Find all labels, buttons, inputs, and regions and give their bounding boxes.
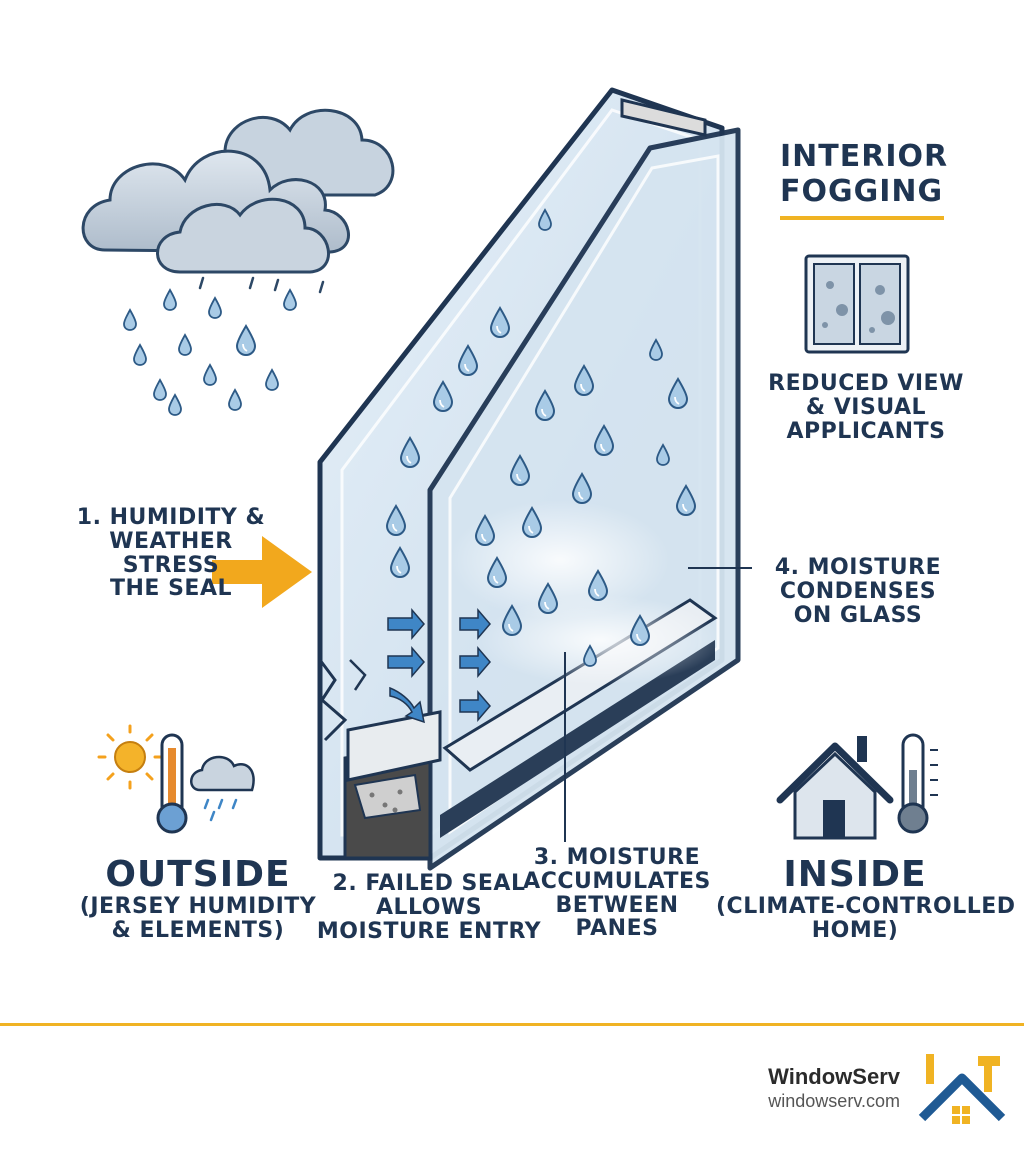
double-pane-window: [317, 87, 752, 871]
house-icon: [776, 736, 894, 840]
brand-url[interactable]: windowserv.com: [768, 1091, 900, 1111]
thermometer-hot-icon: [156, 733, 188, 834]
step1-label: 1. HUMIDITY & WEATHER STRESS THE SEAL: [76, 505, 266, 602]
arrow-right-icon: [212, 536, 312, 608]
step2-label: 2. FAILED SEAL ALLOWS MOISTURE ENTRY: [316, 871, 542, 944]
title-line1: INTERIOR: [780, 139, 949, 174]
reduced-view-label: REDUCED VIEW & VISUAL APPLICANTS: [768, 371, 964, 444]
sun-icon: [97, 724, 163, 790]
thermometer-icon: [897, 733, 938, 834]
inside-label: INSIDE (CLIMATE-CONTROLLED HOME): [716, 854, 1016, 943]
rain-cloud-icon: [81, 108, 395, 416]
step3-label: 3. MOISTURE ACCUMULATES BETWEEN PANES: [523, 845, 711, 942]
brand-name: WindowServ: [768, 1064, 900, 1089]
fogged-window-icon: [804, 254, 910, 354]
rain-cloud-small-icon: [190, 755, 255, 822]
outside-label: OUTSIDE (JERSEY HUMIDITY & ELEMENTS): [79, 854, 317, 943]
section-title: INTERIOR FOGGING: [780, 139, 949, 209]
title-underline: [780, 216, 944, 220]
footer-divider: [0, 1023, 1024, 1026]
step4-label: 4. MOISTURE CONDENSES ON GLASS: [774, 555, 942, 628]
diagram-illustration: [81, 87, 938, 871]
windowserv-logo-icon: [918, 1054, 1006, 1124]
title-line2: FOGGING: [780, 173, 944, 209]
